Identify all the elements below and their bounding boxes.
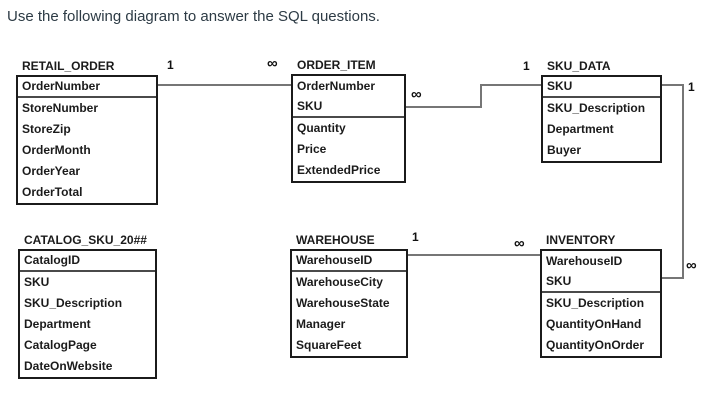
cardinality-one-label: 1: [688, 80, 695, 94]
table-box: WarehouseID WarehouseCity WarehouseState…: [290, 249, 408, 358]
field-row: Manager: [296, 317, 346, 331]
field-row-pk: OrderNumber: [18, 77, 156, 98]
table-warehouse: WAREHOUSE WarehouseID WarehouseCity Ware…: [290, 233, 408, 358]
relationship-line-retailorder-orderitem: [158, 84, 291, 86]
table-box: SKU SKU_Description Department Buyer: [541, 75, 662, 163]
table-box: WarehouseID SKU SKU_Description Quantity…: [540, 249, 662, 358]
field-row: DateOnWebsite: [24, 359, 113, 373]
table-sku-data: SKU_DATA SKU SKU_Description Department …: [541, 59, 662, 163]
field-row: QuantityOnHand: [546, 317, 642, 331]
field-row-pk: OrderNumber: [297, 79, 376, 93]
table-title: ORDER_ITEM: [297, 58, 376, 72]
cardinality-many-label: ∞: [514, 235, 525, 252]
table-catalog-sku: CATALOG_SKU_20## CatalogID SKU SKU_Descr…: [18, 233, 157, 379]
field-row: ExtendedPrice: [297, 163, 381, 177]
field-row: WarehouseState: [296, 296, 390, 310]
relationship-line-skudata-inventory: [662, 277, 684, 279]
field-row: SKU_Description: [546, 296, 645, 310]
field-row: Price: [297, 142, 327, 156]
field-row: Department: [24, 317, 91, 331]
field-row-pk: SKU: [543, 77, 660, 98]
table-title: SKU_DATA: [547, 59, 611, 73]
field-row: QuantityOnOrder: [546, 338, 645, 352]
instruction-text: Use the following diagram to answer the …: [7, 8, 380, 25]
field-row: OrderTotal: [22, 185, 83, 199]
field-row: SKU_Description: [24, 296, 123, 310]
table-order-item: ORDER_ITEM OrderNumber SKU Quantity Pric…: [291, 58, 406, 183]
table-title: CATALOG_SKU_20##: [24, 233, 147, 247]
relationship-line-orderitem-skudata: [480, 84, 541, 86]
field-row: Quantity: [297, 121, 346, 135]
cardinality-many-label: ∞: [267, 55, 278, 72]
field-row: WarehouseCity: [296, 275, 383, 289]
field-row-pk: SKU: [542, 272, 660, 293]
table-box: CatalogID SKU SKU_Description Department…: [18, 249, 157, 379]
field-row: CatalogPage: [24, 338, 97, 352]
cardinality-one-label: 1: [412, 230, 419, 244]
cardinality-one-label: 1: [167, 58, 174, 72]
field-row: StoreZip: [22, 122, 71, 136]
relationship-line-warehouse-inventory: [408, 254, 540, 256]
table-title: RETAIL_ORDER: [22, 59, 115, 73]
field-row-pk: WarehouseID: [546, 254, 623, 268]
table-retail-order: RETAIL_ORDER OrderNumber StoreNumber Sto…: [16, 59, 158, 205]
field-row-pk: CatalogID: [20, 251, 155, 272]
field-row: OrderYear: [22, 164, 81, 178]
field-row: Buyer: [547, 143, 582, 157]
relationship-line-orderitem-skudata: [480, 84, 482, 108]
relationship-line-orderitem-skudata: [406, 106, 482, 108]
table-box: OrderNumber StoreNumber StoreZip OrderMo…: [16, 75, 158, 205]
table-title: WAREHOUSE: [296, 233, 375, 247]
field-row: OrderMonth: [22, 143, 91, 157]
cardinality-many-label: ∞: [686, 257, 697, 274]
relationship-line-skudata-inventory: [682, 84, 684, 279]
field-row: StoreNumber: [22, 101, 99, 115]
table-inventory: INVENTORY WarehouseID SKU SKU_Descriptio…: [540, 233, 662, 358]
field-row-pk: SKU: [293, 97, 404, 118]
field-row: SKU_Description: [547, 101, 646, 115]
cardinality-one-label: 1: [523, 59, 530, 73]
relationship-line-skudata-inventory: [662, 84, 684, 86]
field-row: SKU: [24, 275, 50, 289]
field-row: SquareFeet: [296, 338, 362, 352]
field-row: Department: [547, 122, 614, 136]
table-box: OrderNumber SKU Quantity Price ExtendedP…: [291, 74, 406, 183]
field-row-pk: WarehouseID: [292, 251, 406, 272]
cardinality-many-label: ∞: [411, 86, 422, 103]
table-title: INVENTORY: [546, 233, 616, 247]
